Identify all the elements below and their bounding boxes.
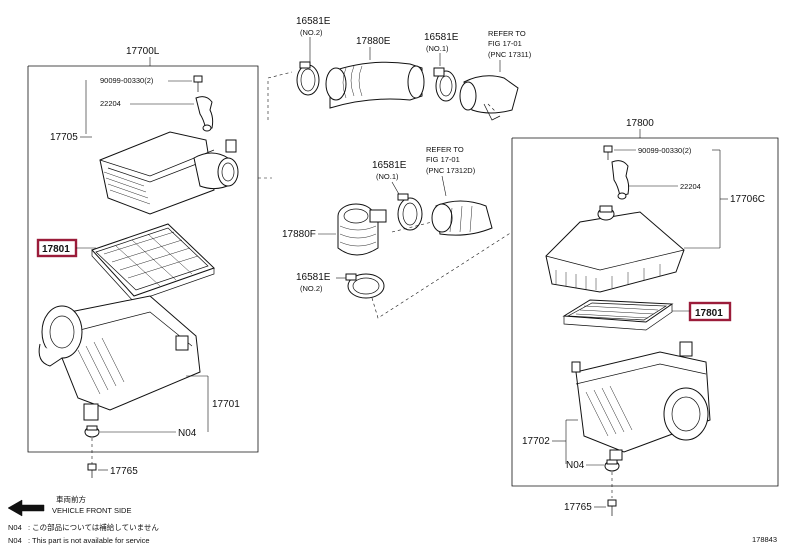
intake-hose-17880F-icon[interactable] (337, 203, 387, 256)
bolt-90099-left-icon[interactable] (193, 75, 203, 92)
label-17705[interactable]: 17705 (50, 132, 78, 143)
label-16581E-mid-b[interactable]: 16581E (296, 272, 331, 283)
dash-mid-internal (391, 221, 433, 233)
left-assembly: 17700L 90099-00330(2) 22204 17705 (27, 46, 259, 478)
label-17765-right[interactable]: 17765 (564, 502, 592, 513)
label-no1-mid-a[interactable]: (NO.1) (376, 172, 399, 181)
label-16581E-top-a[interactable]: 16581E (296, 16, 331, 27)
bolt-17765-right-icon[interactable] (607, 499, 617, 516)
leader-refer-mid (441, 175, 447, 197)
legend-front-en: VEHICLE FRONT SIDE (52, 506, 131, 515)
throttle-body-ref-mid-icon[interactable] (431, 200, 493, 236)
note-jp-text: : この部品については補給していません (28, 522, 159, 532)
hose-22204-left-icon[interactable] (195, 96, 214, 132)
bolt-90099-right-icon[interactable] (603, 145, 613, 160)
top-hose-group: 16581E (NO.2) 17880E 16581E (NO.1) REFER… (296, 16, 532, 121)
middle-hose-group: 16581E (NO.1) REFER TO FIG 17-01 (PNC 17… (282, 145, 493, 299)
frame-right (511, 137, 779, 487)
label-17800[interactable]: 17800 (626, 118, 654, 129)
grommet-n04-right-icon[interactable] (604, 459, 620, 472)
label-no1-top-b[interactable]: (NO.1) (426, 44, 449, 53)
label-22204-right[interactable]: 22204 (680, 182, 701, 191)
label-17880F[interactable]: 17880F (282, 229, 316, 240)
figure-id: 178843 (752, 535, 777, 544)
label-refer-mid-2[interactable]: FIG 17-01 (426, 155, 460, 164)
intake-hose-17880E-icon[interactable] (325, 61, 425, 109)
label-90099-right[interactable]: 90099-00330(2) (638, 146, 692, 155)
air-filter-right-icon[interactable] (562, 299, 674, 331)
label-no2-mid-b[interactable]: (NO.2) (300, 284, 323, 293)
arrow-left-icon (7, 499, 45, 517)
label-90099-left[interactable]: 90099-00330(2) (100, 76, 154, 85)
clamp-16581E-top-b-icon[interactable] (433, 67, 457, 102)
legend-front-jp: 車両前方 (56, 494, 86, 504)
label-17801-right[interactable]: 17801 (695, 308, 723, 319)
air-cleaner-case-right-icon[interactable] (571, 341, 711, 461)
hose-22204-right-icon[interactable] (611, 160, 630, 200)
label-17702[interactable]: 17702 (522, 436, 550, 447)
label-n04-left[interactable]: N04 (178, 428, 197, 439)
throttle-body-ref-top-icon[interactable] (459, 75, 519, 121)
label-17701[interactable]: 17701 (212, 399, 240, 410)
label-17801-left[interactable]: 17801 (42, 244, 70, 255)
highlight-17801-right[interactable] (688, 301, 732, 322)
label-refer-top-3[interactable]: (PNC 17311) (488, 50, 532, 59)
dash-top-internal (487, 103, 497, 113)
label-16581E-mid-a[interactable]: 16581E (372, 160, 407, 171)
label-refer-mid-1: REFER TO (426, 145, 464, 154)
note-en-text: : This part is not available for service (28, 536, 150, 545)
label-22204-left[interactable]: 22204 (100, 99, 121, 108)
air-cleaner-cap-left-icon[interactable] (99, 131, 239, 215)
label-17706C[interactable]: 17706C (730, 194, 765, 205)
air-filter-left-icon[interactable] (91, 223, 215, 303)
note-jp-code: N04 (8, 523, 22, 532)
label-no2-top-a[interactable]: (NO.2) (300, 28, 323, 37)
dash-mid-to-right (371, 231, 513, 319)
label-17880E[interactable]: 17880E (356, 36, 391, 47)
clamp-16581E-mid-a-icon[interactable] (397, 193, 423, 231)
label-16581E-top-b[interactable]: 16581E (424, 32, 459, 43)
right-assembly: 17800 90099-00330(2) 22204 17706C 17801 (511, 118, 779, 516)
label-refer-mid-3[interactable]: (PNC 17312D) (426, 166, 476, 175)
grommet-n04-left-icon[interactable] (84, 425, 100, 438)
air-cleaner-case-left-icon[interactable] (38, 295, 201, 421)
bolt-17765-left-icon[interactable] (87, 463, 97, 478)
label-17765-left[interactable]: 17765 (110, 466, 138, 477)
note-en-code: N04 (8, 536, 22, 545)
legend: 車両前方 VEHICLE FRONT SIDE N04 : この部品については補… (7, 494, 777, 545)
frame-left (27, 65, 259, 453)
clamp-16581E-mid-b-icon[interactable] (345, 273, 385, 299)
label-refer-top-2[interactable]: FIG 17-01 (488, 39, 522, 48)
clamp-16581E-top-a-icon[interactable] (296, 61, 320, 96)
air-cleaner-cap-right-icon[interactable] (545, 205, 685, 293)
dash-left-to-top (267, 71, 293, 120)
label-n04-right[interactable]: N04 (566, 460, 585, 471)
label-17700L[interactable]: 17700L (126, 46, 160, 57)
label-refer-top-1: REFER TO (488, 29, 526, 38)
